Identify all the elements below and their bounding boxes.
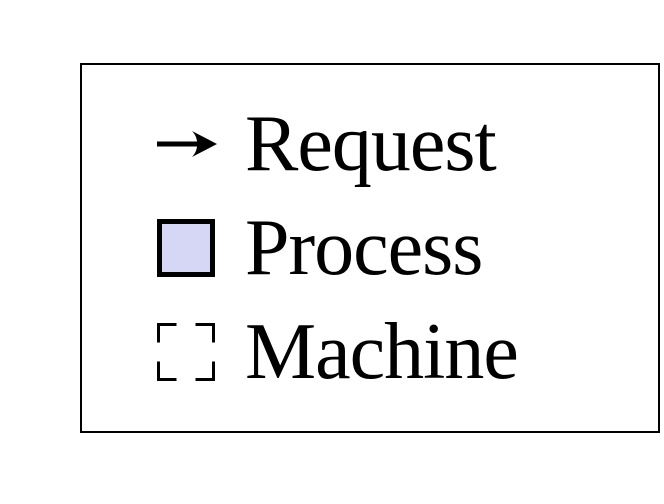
legend-label-process: Process	[245, 204, 483, 292]
arrow-icon	[157, 129, 217, 159]
legend-row-machine: Machine	[157, 300, 658, 404]
legend-row-request: Request	[157, 92, 658, 196]
legend-label-machine: Machine	[245, 308, 519, 396]
filled-square-icon	[157, 219, 217, 277]
legend-row-process: Process	[157, 196, 658, 300]
filled-square-swatch	[157, 219, 215, 277]
legend-box: Request Process Machine	[80, 63, 660, 433]
dashed-square-icon	[157, 323, 217, 381]
legend-label-request: Request	[245, 100, 497, 188]
